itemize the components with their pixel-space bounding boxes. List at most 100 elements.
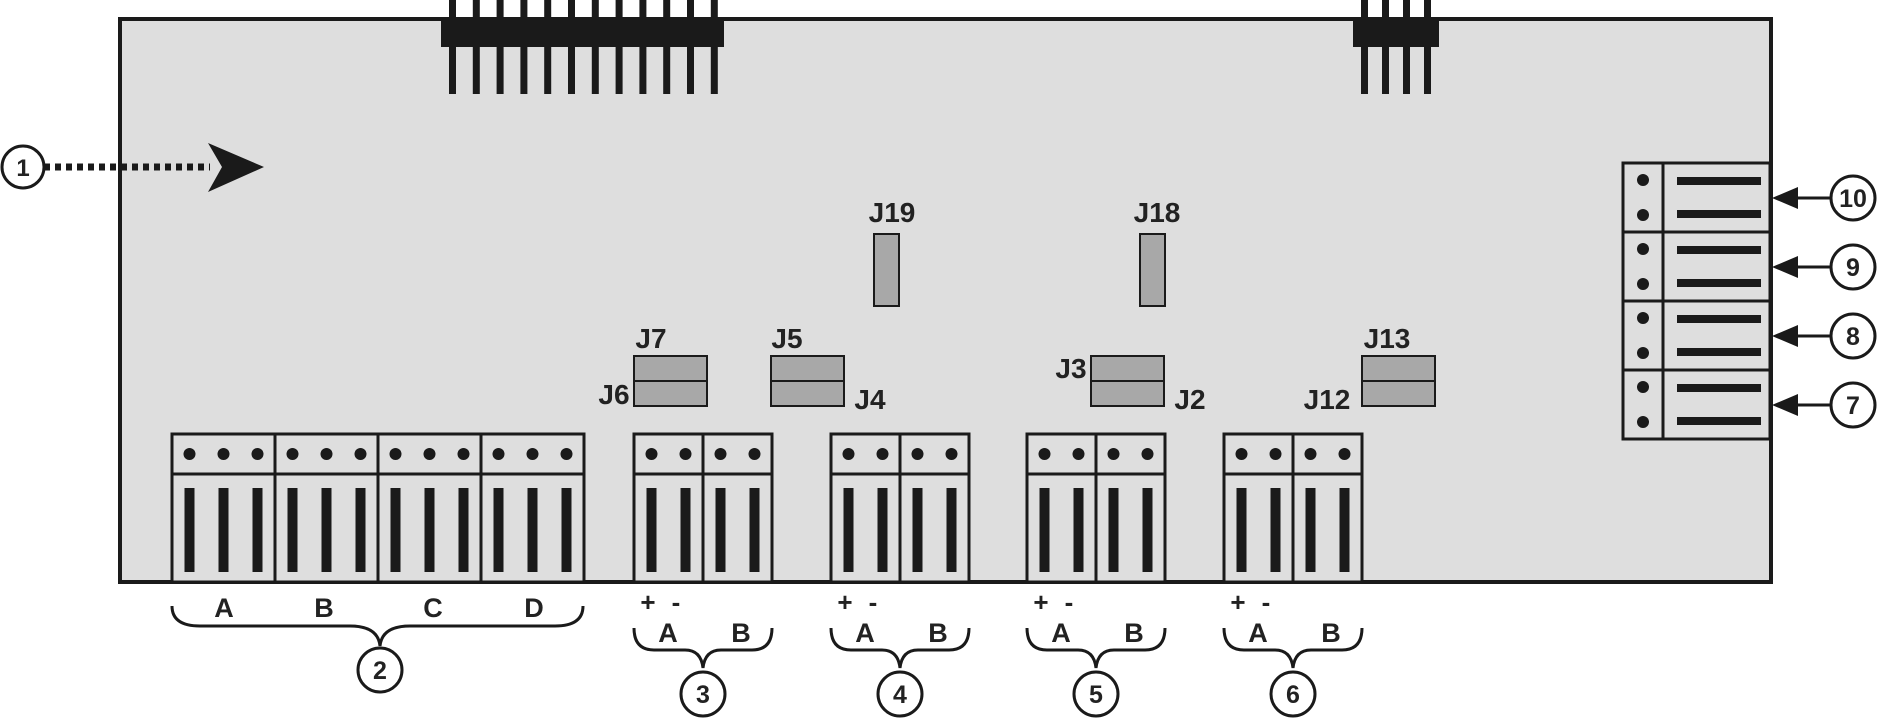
terminal-contact: [946, 488, 957, 572]
terminal-block: [1222, 432, 1295, 584]
callout-circle: [1269, 670, 1317, 718]
callout-circle: [679, 670, 727, 718]
terminal-contact: [1073, 488, 1084, 572]
callout-8-number: 8: [1846, 323, 1860, 351]
terminal-contact: [355, 488, 366, 572]
callout-arrow-head: [1772, 187, 1798, 209]
callout-circle: [1829, 243, 1877, 291]
terminal-screw: [1072, 448, 1085, 460]
minus-label: -: [1262, 587, 1271, 617]
pair-label-a: A: [855, 618, 875, 648]
callout-1: 1: [0, 144, 46, 190]
terminal-block: [829, 432, 902, 584]
jumper-j6-label: J6: [598, 379, 629, 410]
callout-circle: [1072, 670, 1120, 718]
callout-5-number: 5: [1089, 681, 1103, 709]
callout-3-number: 3: [696, 681, 710, 709]
terminal-block-group-2: [170, 432, 586, 584]
jumper-j3-j2: J3 J2: [1055, 353, 1205, 415]
callout-1-number: 1: [16, 155, 29, 182]
terminal-block-group-3: [632, 432, 774, 584]
header-pin: [687, 0, 694, 94]
minus-label: -: [672, 587, 681, 617]
terminal-contact: [1339, 488, 1350, 572]
terminal-screw: [251, 448, 264, 460]
connector-contact: [1677, 417, 1761, 425]
terminal-screw: [911, 448, 924, 460]
jumper-j3-label: J3: [1055, 353, 1086, 384]
terminal-contact: [321, 488, 332, 572]
jumper-j7-j6: J7 J6: [598, 323, 708, 410]
pair-label-a: A: [658, 618, 678, 648]
terminal-screw: [560, 448, 573, 460]
callout-arrow-head: [1772, 394, 1798, 416]
connector-contact: [1677, 384, 1761, 392]
pair-label-a: A: [1248, 618, 1268, 648]
callout-4-number: 4: [893, 681, 907, 709]
connector-screw: [1637, 347, 1649, 359]
terminal-screw: [423, 448, 436, 460]
terminal-screw: [1107, 448, 1120, 460]
terminal-contact: [680, 488, 691, 572]
connector-contact: [1677, 177, 1761, 185]
jumper-j12-label: J12: [1304, 384, 1351, 415]
minus-label: -: [1065, 587, 1074, 617]
pair-brace: [829, 627, 971, 669]
terminal-contact: [527, 488, 538, 572]
header-pin: [496, 0, 504, 94]
terminal-contact: [749, 488, 760, 572]
terminal-contact: [843, 488, 854, 572]
header-pin: [1424, 0, 1431, 94]
callout-10-number: 10: [1839, 185, 1867, 213]
jumper-j2-label: J2: [1174, 384, 1205, 415]
terminal-contact: [184, 488, 195, 572]
header-pin: [544, 0, 552, 94]
terminal-contact: [1142, 488, 1153, 572]
group-2-labels: A B C D: [170, 593, 585, 647]
callout-arrow-head: [1772, 325, 1798, 347]
connector-contact: [1677, 315, 1761, 323]
terminal-contact: [1270, 488, 1281, 572]
connector-screw: [1637, 278, 1649, 290]
callout-circle: [1829, 174, 1877, 222]
jumper-j18-label: J18: [1134, 197, 1181, 228]
pair-label-b: B: [731, 618, 751, 648]
plus-label: +: [640, 587, 655, 617]
terminal-block: [1094, 432, 1167, 584]
header-pin: [591, 0, 599, 94]
pair-label-b: B: [928, 618, 948, 648]
terminal-contact: [561, 488, 572, 572]
jumper-j19: J19: [869, 197, 915, 307]
terminal-screw: [645, 448, 658, 460]
connector-screw: [1637, 209, 1649, 221]
pair-brace: [1025, 627, 1167, 669]
callout-1-arrow: [44, 143, 264, 192]
terminal-contact: [493, 488, 504, 572]
pin-header-right: [1353, 0, 1439, 94]
plus-label: +: [1033, 587, 1048, 617]
terminal-screw: [286, 448, 299, 460]
pin-header-left: [441, 0, 724, 94]
connector-body: [1621, 230, 1772, 303]
terminal-screw: [183, 448, 196, 460]
connector-contact: [1677, 348, 1761, 356]
terminal-screw: [1304, 448, 1317, 460]
terminal-block-group-4: [829, 432, 971, 584]
terminal-block: [632, 432, 705, 584]
terminal-block: [701, 432, 774, 584]
terminal-block: [898, 432, 971, 584]
pair-brace: [632, 627, 774, 669]
callout-circle: [876, 670, 924, 718]
terminal-contact: [1108, 488, 1119, 572]
header-pin: [568, 0, 575, 94]
connector-8: 8: [1621, 299, 1877, 372]
callout-2: 2: [356, 646, 404, 694]
terminal-contact: [912, 488, 923, 572]
callout-circle: [1829, 381, 1877, 429]
jumper-j13-label: J13: [1364, 323, 1411, 354]
connector-screw: [1637, 243, 1649, 255]
header-pin: [449, 0, 456, 94]
